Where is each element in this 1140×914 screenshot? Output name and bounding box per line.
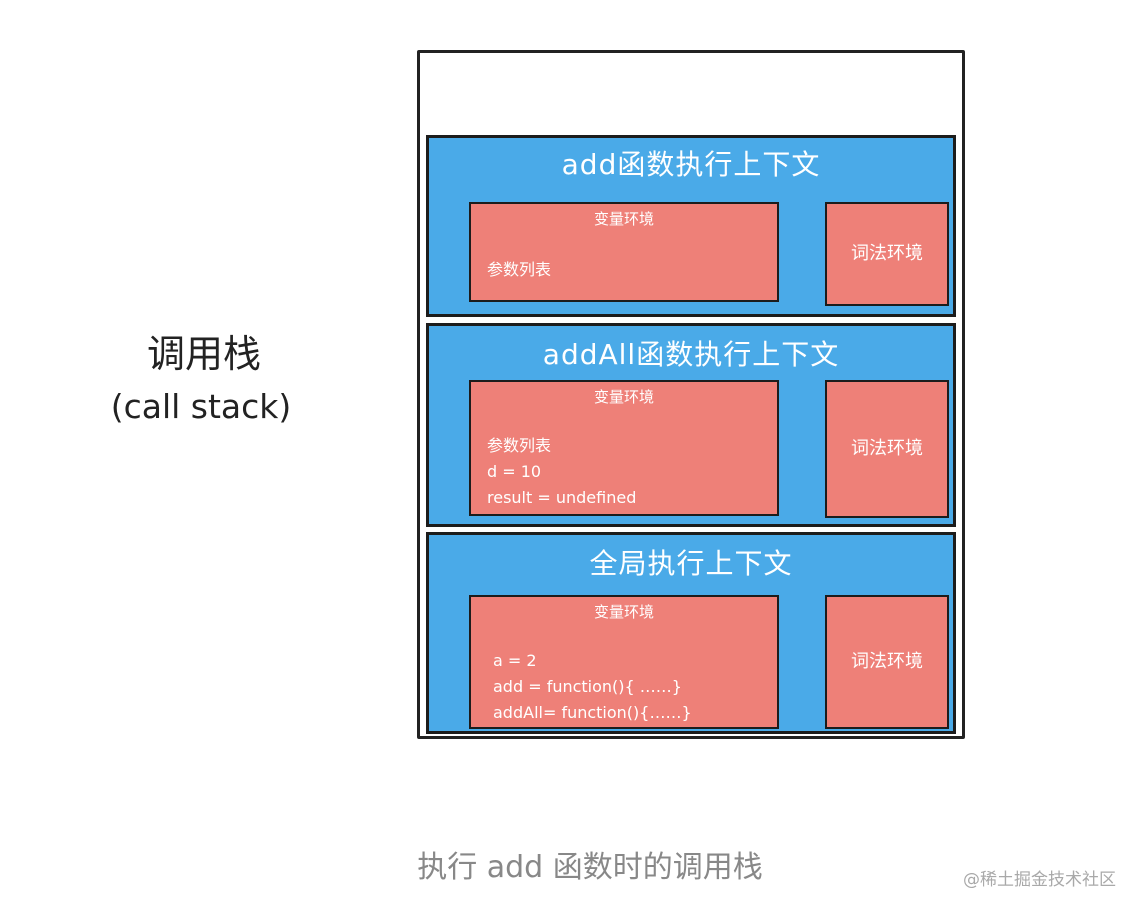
variable-line: a = 2	[493, 651, 537, 670]
variable-line: d = 10	[487, 462, 542, 481]
variable-line: 参数列表	[487, 436, 552, 455]
lexical-environment-label: 词法环境	[851, 243, 923, 264]
frame-title: 全局执行上下文	[589, 547, 793, 580]
variable-line: 参数列表	[487, 260, 552, 279]
lexical-environment-label: 词法环境	[851, 438, 923, 459]
frame-title: addAll函数执行上下文	[542, 338, 840, 371]
variable-line: result = undefined	[487, 488, 637, 507]
call-stack-label-en: (call stack)	[110, 387, 292, 426]
variable-environment-label: 变量环境	[593, 388, 654, 406]
addall-execution-context: addAll函数执行上下文 变量环境 参数列表 d = 10 result = …	[426, 323, 956, 527]
variable-line: add = function(){ ……}	[493, 677, 682, 696]
call-stack-label: 调用栈 (call stack)	[96, 330, 306, 430]
variable-environment: 变量环境 参数列表 d = 10 result = undefined	[469, 380, 779, 516]
variable-environment: 变量环境 参数列表	[469, 202, 779, 302]
lexical-environment: 词法环境	[825, 380, 949, 518]
variable-line: addAll= function(){……}	[493, 703, 692, 722]
lexical-environment-label: 词法环境	[851, 651, 923, 672]
watermark: @稀土掘金技术社区	[963, 870, 1116, 890]
frame-title: add函数执行上下文	[561, 148, 821, 181]
variable-environment: 变量环境 a = 2 add = function(){ ……} addAll=…	[469, 595, 779, 729]
add-execution-context: add函数执行上下文 变量环境 参数列表 词法环境	[426, 135, 956, 317]
call-stack-label-zh: 调用栈	[146, 332, 261, 376]
variable-environment-label: 变量环境	[593, 603, 654, 621]
call-stack: add函数执行上下文 变量环境 参数列表 词法环境 addAll函数执行上下文 …	[417, 50, 965, 739]
global-execution-context: 全局执行上下文 变量环境 a = 2 add = function(){ ……}…	[426, 532, 956, 734]
figure-caption: 执行 add 函数时的调用栈	[417, 850, 763, 885]
lexical-environment: 词法环境	[825, 595, 949, 729]
variable-environment-label: 变量环境	[593, 210, 654, 228]
lexical-environment: 词法环境	[825, 202, 949, 306]
